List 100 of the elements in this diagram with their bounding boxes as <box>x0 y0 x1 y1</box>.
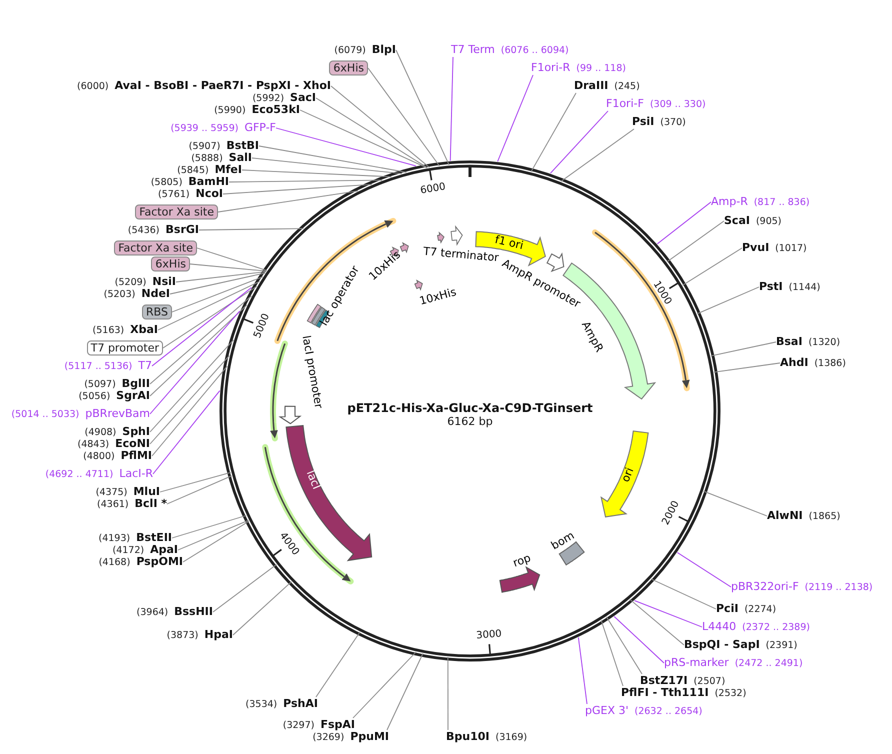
enzyme-name: PflFI - Tth111I <box>621 686 709 699</box>
leader-line <box>530 92 576 172</box>
enzyme-name: AlwNI <box>767 509 803 522</box>
position-label: (4193) <box>98 532 130 545</box>
leader-line <box>276 128 416 166</box>
enzyme-name: Bpu10I <box>446 730 490 743</box>
leader-line <box>160 472 232 492</box>
enzyme-name: NcoI <box>196 187 223 200</box>
leader-line <box>150 339 234 432</box>
leader-line <box>152 287 252 366</box>
primer-name: L4440 <box>702 620 736 633</box>
enzyme-name: BclI * <box>134 497 167 510</box>
leader-line <box>330 86 430 168</box>
feature-label: bom <box>549 530 577 552</box>
leader-line <box>172 276 264 312</box>
enzyme-name: PstI <box>759 280 783 293</box>
position-label: (2632 .. 2654) <box>634 705 702 718</box>
position-label: (3169) <box>496 731 528 744</box>
position-label: (4172) <box>112 544 144 556</box>
leader-line <box>650 578 716 610</box>
position-label: (5097) <box>84 378 116 391</box>
leader-line <box>172 515 247 538</box>
position-label: (3269) <box>312 731 344 744</box>
leader-line <box>666 220 724 262</box>
position-label: (5845) <box>177 164 209 177</box>
tick-label: 2000 <box>660 498 682 526</box>
enzyme-name: XbaI <box>130 323 158 336</box>
leader-line <box>316 632 360 698</box>
position-label: (5163) <box>92 324 124 337</box>
leader-line <box>629 598 684 646</box>
position-label: (5436) <box>128 224 160 237</box>
enzyme-name: EcoNI <box>115 437 150 450</box>
position-label: (1386) <box>814 357 846 370</box>
leader-line <box>300 110 428 168</box>
position-label: (5805) <box>150 176 182 189</box>
enzyme-name: BsaI <box>776 335 802 348</box>
primer-name: F1ori-F <box>606 97 644 110</box>
enzyme-name: SalI <box>228 151 252 164</box>
position-label: (3534) <box>246 698 278 711</box>
enzyme-name: BssHII <box>174 605 213 618</box>
enzyme-name: SphI <box>122 425 150 438</box>
position-label: (4843) <box>78 438 110 451</box>
primer-name: T7 <box>138 359 152 372</box>
leader-line <box>218 190 358 212</box>
position-label: (309 .. 330) <box>650 98 706 111</box>
position-label: (2472 .. 2491) <box>734 657 803 670</box>
enzyme-name: PspOMI <box>136 555 183 568</box>
position-label: (905) <box>756 215 782 228</box>
leader-line <box>166 475 232 504</box>
leader-line <box>606 616 642 674</box>
primer-name: GFP-F <box>244 121 276 134</box>
tick-label: 3000 <box>475 628 502 642</box>
leader-line <box>212 564 277 612</box>
primer-name: F1ori-R <box>531 61 570 74</box>
leader-line <box>222 184 372 194</box>
leader-line <box>170 272 266 294</box>
primer-name: pBR322ori-F <box>731 580 799 593</box>
enzyme-name: FspAI <box>320 718 355 731</box>
feature-label: ori <box>620 466 636 484</box>
leader-line <box>316 98 428 168</box>
position-label: (2274) <box>744 603 776 616</box>
leader-line <box>656 202 712 244</box>
feature-label: lacI <box>304 468 322 492</box>
leader-line <box>182 520 250 562</box>
leader-line <box>634 600 702 628</box>
enzyme-name: BglII <box>122 377 150 390</box>
position-label: (3873) <box>166 629 198 642</box>
leader-line <box>196 248 268 271</box>
primer-name: pBRrevBam <box>85 407 150 420</box>
position-label: (6000) <box>77 80 109 93</box>
enzyme-name: PshAI <box>283 697 318 710</box>
leader-line <box>710 342 776 356</box>
leader-line <box>550 110 608 174</box>
leader-line <box>447 656 448 730</box>
plasmid-name: pET21c-His-Xa-Gluc-Xa-C9D-TGinsert <box>347 401 593 415</box>
leader-line <box>150 310 240 414</box>
enzyme-name: AvaI - BsoBI - PaeR7I - PspXI - XhoI <box>114 79 331 92</box>
position-label: (2391) <box>766 639 798 652</box>
leader-line <box>152 390 220 474</box>
enzyme-name: SacI <box>290 91 316 104</box>
enzyme-name: PsiI <box>632 115 654 128</box>
position-label: (4168) <box>98 556 130 569</box>
leader-line <box>232 581 292 636</box>
feature-tag: Factor Xa site <box>114 240 197 256</box>
enzyme-name: BspQI - SapI <box>684 638 760 651</box>
plasmid-size: 6162 bp <box>447 415 493 428</box>
position-label: (1865) <box>808 510 840 523</box>
leader-line <box>162 286 258 348</box>
primer-name: pGEX 3' <box>585 704 629 717</box>
feature-tag: 6xHis <box>151 256 190 272</box>
leader-line <box>560 128 634 182</box>
feature-label: rop <box>512 552 532 570</box>
leader-line <box>150 355 230 444</box>
leader-line <box>190 264 267 272</box>
leader-line <box>150 304 248 396</box>
leader-line <box>242 170 392 178</box>
leader-line <box>176 271 266 282</box>
enzyme-name: SgrAI <box>116 389 150 402</box>
position-label: (5209) <box>114 276 146 288</box>
enzyme-name: PciI <box>716 602 738 615</box>
